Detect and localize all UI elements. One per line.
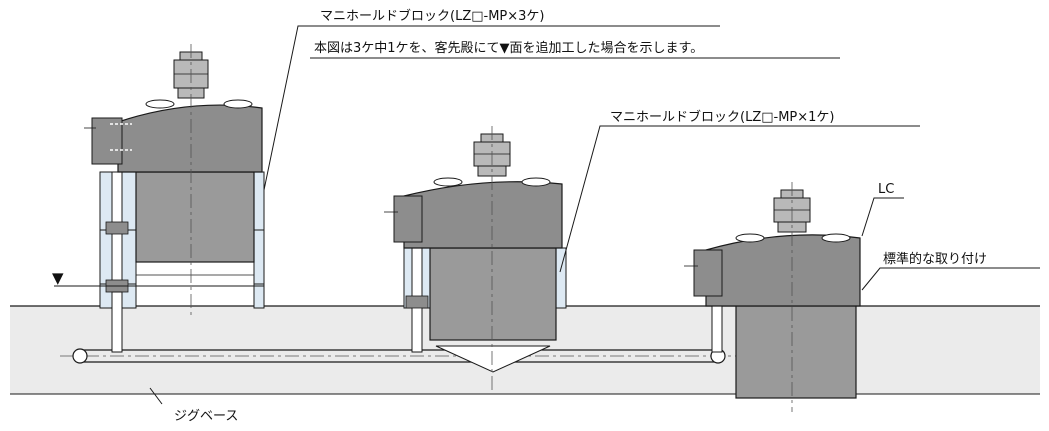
clamp-unit-left — [84, 44, 265, 353]
note-label: 本図は3ケ中1ケを、客先殿にて▼面を追加工した場合を示します。 — [314, 40, 703, 56]
manifold-1-label: マニホールドブロック(LZ□-MP×1ケ) — [610, 109, 835, 125]
clamp-unit-middle — [384, 126, 567, 394]
jig-base-label: ジグベース — [174, 409, 238, 424]
clamp-unit-right — [684, 182, 861, 412]
down-triangle-icon: ▼ — [52, 269, 64, 287]
machining-reference: ▼ — [52, 269, 264, 287]
lc-label: LC — [878, 182, 894, 197]
standard-mounting-label: 標準的な取り付け — [883, 251, 987, 267]
manifold-3-label: マニホールドブロック(LZ□-MP×3ケ) — [320, 8, 545, 24]
leader-lines — [149, 25, 1040, 405]
